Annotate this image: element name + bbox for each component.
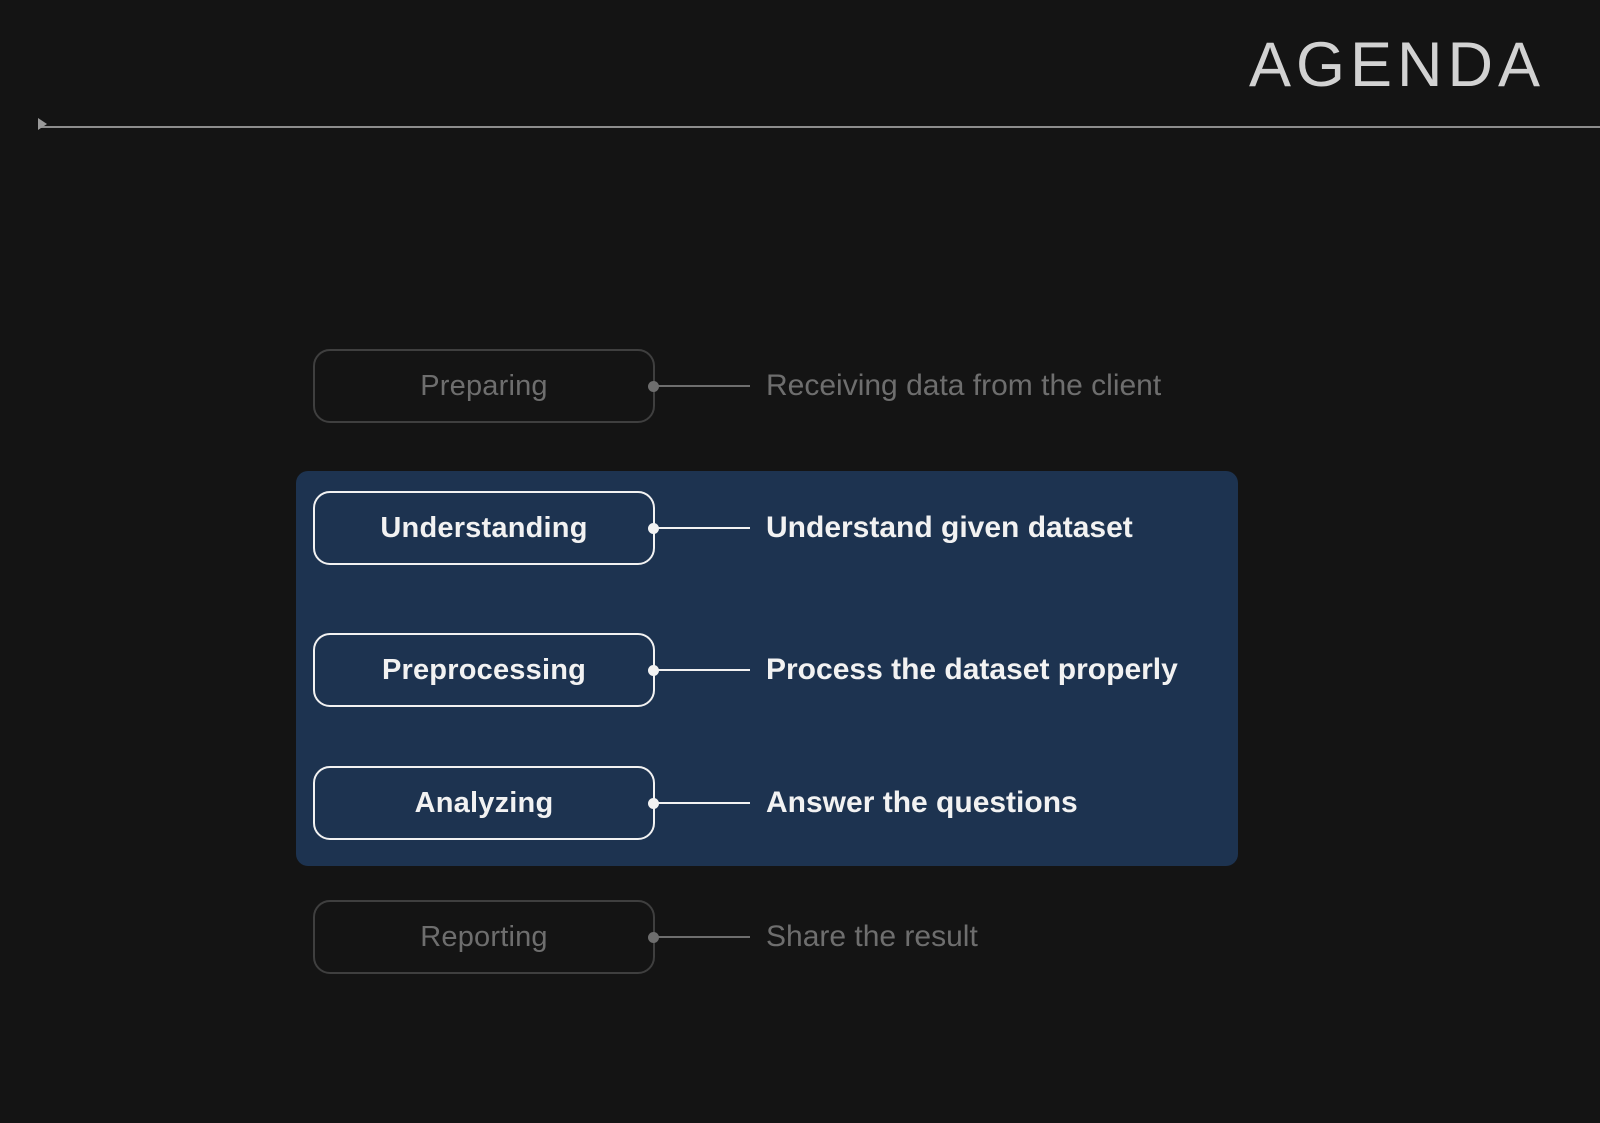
- agenda-row-understanding[interactable]: Understanding Understand given dataset: [313, 491, 1133, 565]
- agenda-row-preprocessing[interactable]: Preprocessing Process the dataset proper…: [313, 633, 1178, 707]
- stage-label: Reporting: [420, 920, 548, 953]
- agenda-row-preparing[interactable]: Preparing Receiving data from the client: [313, 349, 1161, 423]
- stage-label: Analyzing: [414, 786, 554, 819]
- stage-description: Answer the questions: [766, 786, 1078, 819]
- connector-dot-icon: [648, 522, 659, 534]
- highlight-panel: [296, 471, 1238, 866]
- stage-description: Understand given dataset: [766, 511, 1133, 544]
- stage-description: Receiving data from the client: [766, 369, 1162, 402]
- stage-label: Preprocessing: [381, 653, 587, 686]
- connector-dot-icon: [648, 931, 659, 943]
- stage-pill-preprocessing[interactable]: Preprocessing: [313, 633, 659, 707]
- stage-pill-preparing[interactable]: Preparing: [313, 349, 659, 423]
- connector-line: [655, 669, 750, 671]
- connector-line: [655, 527, 750, 529]
- connector-dot-icon: [648, 664, 659, 676]
- stage-pill-understanding[interactable]: Understanding: [313, 491, 659, 565]
- connector-line: [655, 385, 750, 387]
- page-title: AGENDA: [1248, 30, 1545, 100]
- connector-line: [655, 936, 750, 938]
- agenda-row-analyzing[interactable]: Analyzing Answer the questions: [313, 766, 1078, 840]
- stage-label: Understanding: [380, 511, 588, 544]
- stage-description: Share the result: [766, 920, 978, 953]
- stage-label: Preparing: [420, 369, 548, 402]
- connector-dot-icon: [648, 380, 659, 392]
- stage-pill-reporting[interactable]: Reporting: [313, 900, 659, 974]
- stage-pill-analyzing[interactable]: Analyzing: [313, 766, 659, 840]
- triangle-right-icon: [38, 118, 47, 130]
- connector-dot-icon: [648, 797, 659, 809]
- agenda-row-reporting[interactable]: Reporting Share the result: [313, 900, 978, 974]
- slide-header: AGENDA: [0, 0, 1600, 140]
- title-divider: [38, 126, 1600, 128]
- stage-description: Process the dataset properly: [766, 653, 1178, 686]
- connector-line: [655, 802, 750, 804]
